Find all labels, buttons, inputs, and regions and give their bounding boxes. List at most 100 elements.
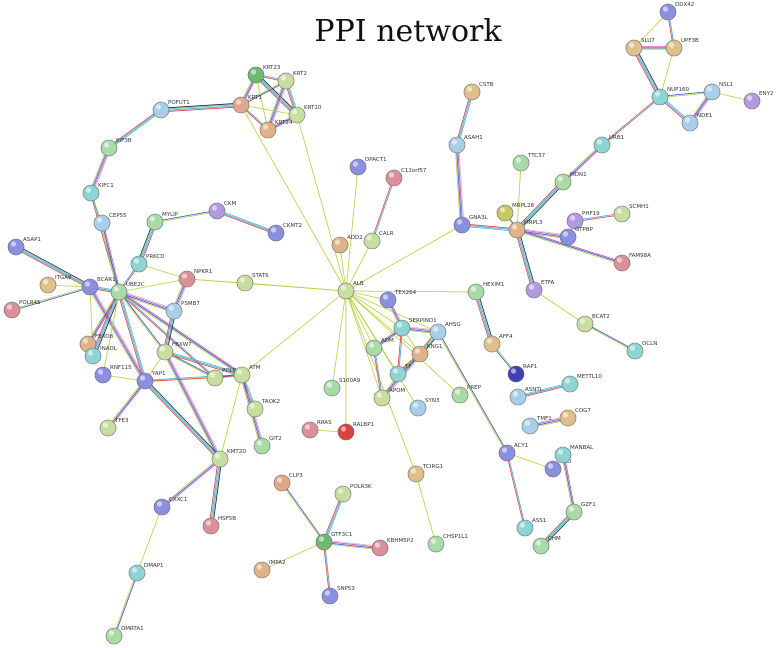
node-circle[interactable] bbox=[7, 238, 25, 256]
node-tmf1[interactable]: TMF1 bbox=[521, 416, 552, 435]
node-impa2[interactable]: IMPA2 bbox=[253, 560, 286, 579]
node-circle[interactable] bbox=[246, 400, 264, 418]
node-gtpbp[interactable]: GTPBP bbox=[559, 227, 594, 246]
node-circle[interactable] bbox=[483, 335, 501, 353]
node-circle[interactable] bbox=[659, 3, 677, 21]
node-circle[interactable] bbox=[334, 485, 352, 503]
node-cog7[interactable]: COG7 bbox=[559, 408, 591, 427]
node-circle[interactable] bbox=[232, 96, 250, 114]
node-apom[interactable]: APOM bbox=[373, 388, 405, 407]
node-circle[interactable] bbox=[110, 283, 128, 301]
node-serpind1[interactable]: SERPIND1 bbox=[393, 318, 437, 337]
node-hexim1[interactable]: HEXIM1 bbox=[467, 282, 504, 301]
node-fbxw7[interactable]: FBXW7 bbox=[156, 342, 192, 361]
node-npkr1[interactable]: NPKR1 bbox=[178, 269, 212, 288]
node-circle[interactable] bbox=[532, 537, 550, 555]
node-nsl1[interactable]: NSL1 bbox=[703, 82, 733, 101]
node-slu7[interactable]: SLU7 bbox=[625, 38, 655, 57]
node-ocln[interactable]: OCLN bbox=[626, 341, 657, 360]
node-circle[interactable] bbox=[626, 342, 644, 360]
node-circle[interactable] bbox=[93, 214, 111, 232]
node-circle[interactable] bbox=[681, 114, 699, 132]
node-circle[interactable] bbox=[743, 92, 761, 110]
node-circle[interactable] bbox=[521, 417, 539, 435]
node-inadl[interactable]: INADL bbox=[84, 346, 118, 365]
node-circle[interactable] bbox=[236, 274, 254, 292]
node-circle[interactable] bbox=[613, 254, 631, 272]
node-ralbp1[interactable]: RALBP1 bbox=[337, 422, 374, 441]
node-mrpl28[interactable]: MRPL28 bbox=[496, 203, 534, 222]
node-bcat2[interactable]: BCAT2 bbox=[576, 314, 610, 333]
node-polr4s[interactable]: POLR4S bbox=[3, 300, 41, 319]
node-asah1[interactable]: ASAH1 bbox=[448, 135, 483, 154]
node-kng1[interactable]: KNG1 bbox=[411, 344, 442, 363]
node-circle[interactable] bbox=[385, 169, 403, 187]
node-circle[interactable] bbox=[379, 291, 397, 309]
node-circle[interactable] bbox=[206, 369, 224, 387]
node-circle[interactable] bbox=[507, 365, 525, 383]
node-circle[interactable] bbox=[39, 276, 57, 294]
node-circle[interactable] bbox=[105, 627, 123, 645]
node-circle[interactable] bbox=[331, 236, 349, 254]
node-circle[interactable] bbox=[247, 66, 265, 84]
node-pofut1[interactable]: POFUT1 bbox=[152, 100, 190, 119]
node-tf[interactable]: TF bbox=[389, 364, 412, 383]
node-chm[interactable]: CHM bbox=[532, 536, 561, 555]
node-circle[interactable] bbox=[467, 283, 485, 301]
node-circle[interactable] bbox=[233, 366, 251, 384]
node-gtf3c1[interactable]: GTF3C1 bbox=[315, 532, 352, 551]
node-hsf5b[interactable]: HSF5B bbox=[202, 516, 236, 535]
node-tfe3[interactable]: TFE3 bbox=[99, 418, 129, 437]
node-asntl[interactable]: ASNTL bbox=[509, 387, 544, 406]
node-asap1[interactable]: ASAP1 bbox=[7, 237, 41, 256]
node-nde1[interactable]: NDE1 bbox=[681, 113, 712, 132]
node-urb1[interactable]: URB1 bbox=[593, 135, 624, 154]
node-stat6[interactable]: STAT6 bbox=[236, 273, 269, 292]
node-circle[interactable] bbox=[84, 347, 102, 365]
node-circle[interactable] bbox=[156, 343, 174, 361]
node-circle[interactable] bbox=[321, 587, 339, 605]
node-circle[interactable] bbox=[516, 519, 534, 537]
node-circle[interactable] bbox=[613, 205, 631, 223]
node-fam98a[interactable]: FAM98A bbox=[613, 253, 651, 272]
node-circle[interactable] bbox=[100, 139, 118, 157]
node-circle[interactable] bbox=[429, 323, 447, 341]
node-mdn1[interactable]: MDN1 bbox=[554, 172, 587, 191]
node-circle[interactable] bbox=[561, 375, 579, 393]
node-phf19[interactable]: PHF19 bbox=[566, 211, 600, 230]
node-ckm[interactable]: CKM bbox=[208, 201, 236, 220]
node-circle[interactable] bbox=[323, 379, 341, 397]
node-nup160[interactable]: NUP160 bbox=[651, 87, 689, 106]
node-circle[interactable] bbox=[625, 39, 643, 57]
node-circle[interactable] bbox=[165, 302, 183, 320]
node-krt1[interactable]: KRT1 bbox=[232, 95, 262, 114]
node-circle[interactable] bbox=[451, 386, 469, 404]
node-manbal[interactable]: MANBAL bbox=[554, 445, 594, 464]
node-gna3l[interactable]: GNA3L bbox=[453, 215, 489, 234]
node-circle[interactable] bbox=[651, 88, 669, 106]
node-circle[interactable] bbox=[267, 224, 285, 242]
node-circle[interactable] bbox=[153, 498, 171, 516]
node-add2[interactable]: ADD2 bbox=[331, 235, 363, 254]
node-chsp1l1[interactable]: CHSP1L1 bbox=[427, 534, 468, 553]
node-circle[interactable] bbox=[525, 281, 543, 299]
node-adm[interactable]: ADM bbox=[365, 338, 394, 357]
node-dmap1[interactable]: DMAP1 bbox=[128, 563, 164, 582]
node-mrpl3[interactable]: MRPL3 bbox=[508, 220, 543, 239]
node-alb[interactable]: ALB bbox=[337, 281, 364, 300]
node-bcar1[interactable]: BCAR1 bbox=[81, 277, 116, 296]
node-circle[interactable] bbox=[128, 564, 146, 582]
node-snp53[interactable]: SNP53 bbox=[321, 586, 355, 605]
node-polr3k[interactable]: POLR3K bbox=[334, 484, 372, 503]
node-circle[interactable] bbox=[498, 444, 516, 462]
node-circle[interactable] bbox=[453, 216, 471, 234]
node-circle[interactable] bbox=[508, 221, 526, 239]
node-circle[interactable] bbox=[301, 421, 319, 439]
node-cstb[interactable]: CSTB bbox=[463, 82, 494, 101]
node-rnf115[interactable]: RNF115 bbox=[94, 365, 132, 384]
node-prep[interactable]: PREP bbox=[451, 385, 482, 404]
node-circle[interactable] bbox=[565, 503, 583, 521]
node-circle[interactable] bbox=[512, 154, 530, 172]
node-circle[interactable] bbox=[496, 204, 514, 222]
